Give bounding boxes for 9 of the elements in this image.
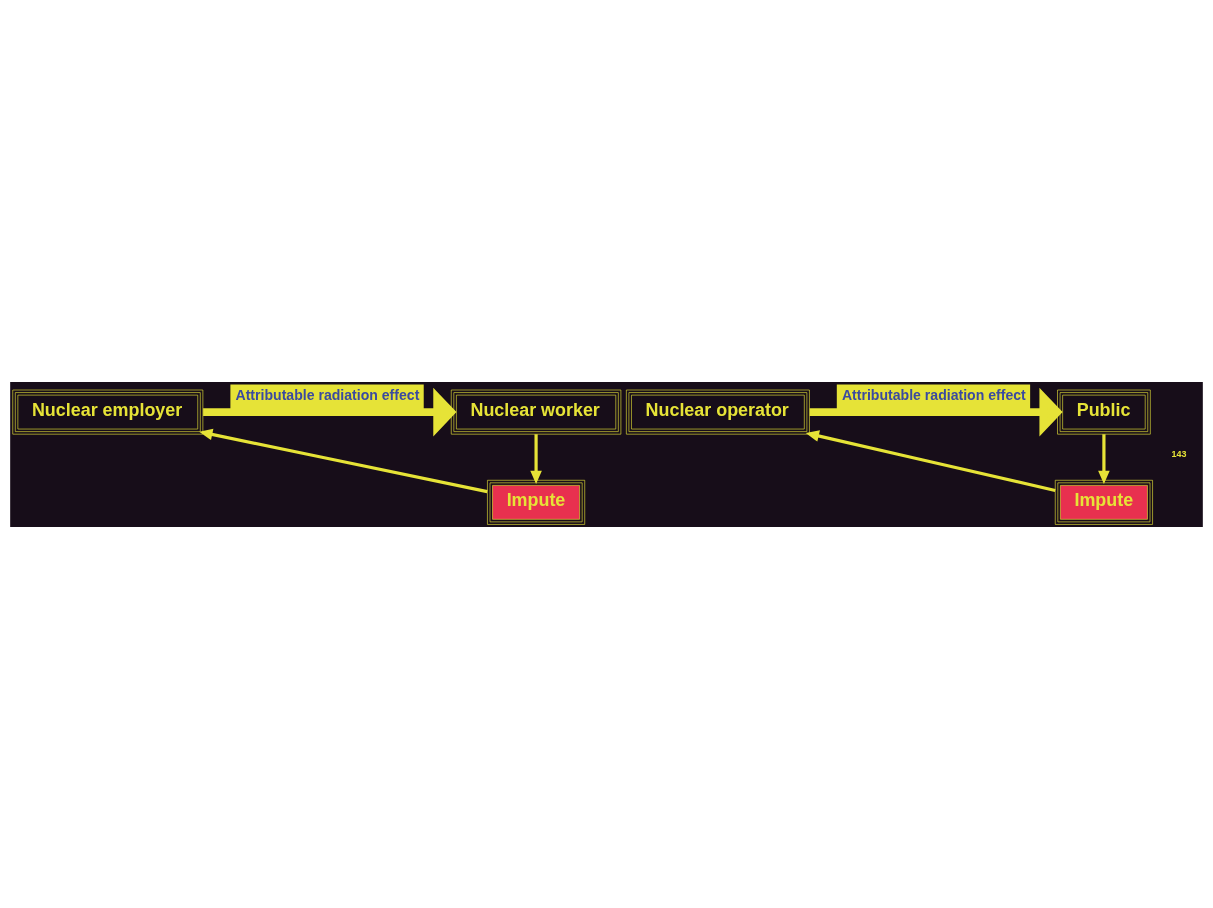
arrow (530, 433, 542, 484)
arrow (805, 429, 1056, 492)
arrow (1098, 433, 1110, 484)
edge-label: Attributable radiation effect (235, 386, 420, 403)
arrow (203, 387, 457, 436)
edge-label: Attributable radiation effect (841, 386, 1026, 403)
label: 143 (1171, 448, 1187, 459)
arrow (199, 428, 488, 493)
arrow (809, 387, 1063, 436)
